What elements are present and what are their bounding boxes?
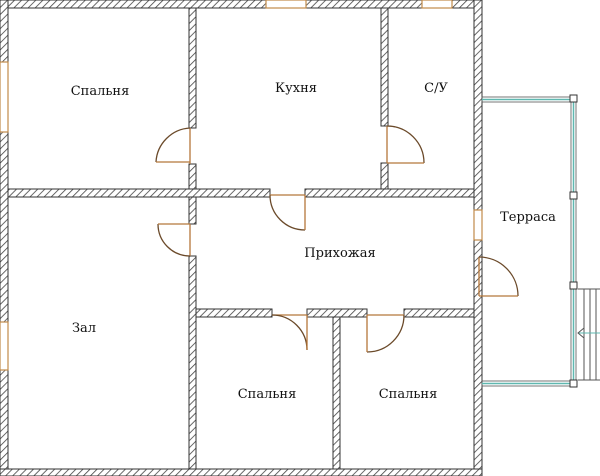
window-bath xyxy=(421,0,453,9)
wall-left xyxy=(0,0,9,476)
room-label-terrace: Терраса xyxy=(500,210,556,225)
window-living xyxy=(0,321,9,371)
stairs-arrow-icon xyxy=(577,327,585,339)
room-label-bathroom: С/У xyxy=(424,81,448,96)
room-label-bedroom-2: Спальня xyxy=(238,387,297,402)
room-label-living-room: Зал xyxy=(72,321,96,336)
wall-mid-right xyxy=(304,188,475,198)
window-bedroom xyxy=(0,61,9,133)
terrace-railing xyxy=(481,94,578,388)
wall-top xyxy=(0,0,483,9)
room-label-kitchen: Кухня xyxy=(275,81,317,96)
door-bedroom-3[interactable] xyxy=(366,314,405,353)
door-bedroom-1[interactable] xyxy=(155,127,191,164)
door-living[interactable] xyxy=(157,223,191,257)
door-bedroom-2[interactable] xyxy=(271,314,308,351)
wall-hall-bottom-2 xyxy=(306,308,368,318)
room-label-hallway: Прихожая xyxy=(304,246,375,261)
door-bath[interactable] xyxy=(386,125,425,164)
wall-hall-bottom-1 xyxy=(195,308,273,318)
walls xyxy=(0,0,483,476)
door-kitchen[interactable] xyxy=(269,194,306,231)
wall-hall-bottom-3 xyxy=(403,308,475,318)
wall-mid-left xyxy=(7,188,271,198)
wall-bedroom-kitchen xyxy=(188,7,197,129)
wall-bedrooms xyxy=(332,316,341,470)
wall-living-hallway xyxy=(188,255,197,470)
room-label-bedroom-1: Спальня xyxy=(71,84,130,99)
window-hallway xyxy=(473,209,483,241)
doors xyxy=(155,125,519,353)
windows xyxy=(0,0,483,371)
room-label-bedroom-3: Спальня xyxy=(379,387,438,402)
window-kitchen xyxy=(265,0,307,9)
wall-kitchen-bath-lower xyxy=(380,162,389,190)
wall-kitchen-bath xyxy=(380,7,389,127)
entrance-stairs xyxy=(577,288,600,381)
door-entrance[interactable] xyxy=(478,256,519,297)
wall-bottom xyxy=(0,468,483,476)
